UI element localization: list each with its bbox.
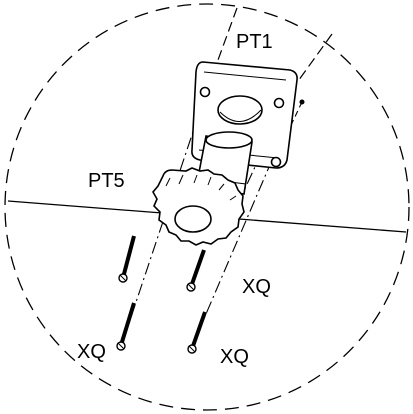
housing-hole-tl [199, 86, 211, 98]
knob-center [174, 205, 212, 233]
label-xq-right-upper: XQ [242, 276, 271, 298]
screw-axis-line-2 [193, 159, 273, 343]
pt5-knob [152, 167, 245, 246]
housing-hole-br [270, 156, 282, 168]
screw-3 [116, 302, 136, 351]
axis-line-top-left [217, 7, 238, 61]
label-xq-left: XQ [77, 341, 106, 363]
label-pt5: PT5 [88, 170, 125, 192]
label-pt1: PT1 [236, 31, 273, 53]
detail-circle [4, 3, 410, 411]
screw-4 [187, 311, 207, 354]
label-xq-right-lower: XQ [220, 346, 249, 368]
screw-2 [186, 249, 206, 292]
axis-line-top-right [295, 33, 333, 85]
housing-opening [217, 95, 263, 125]
small-pin [299, 99, 305, 105]
housing-hole-tr [273, 97, 285, 109]
screw-1 [118, 235, 136, 283]
